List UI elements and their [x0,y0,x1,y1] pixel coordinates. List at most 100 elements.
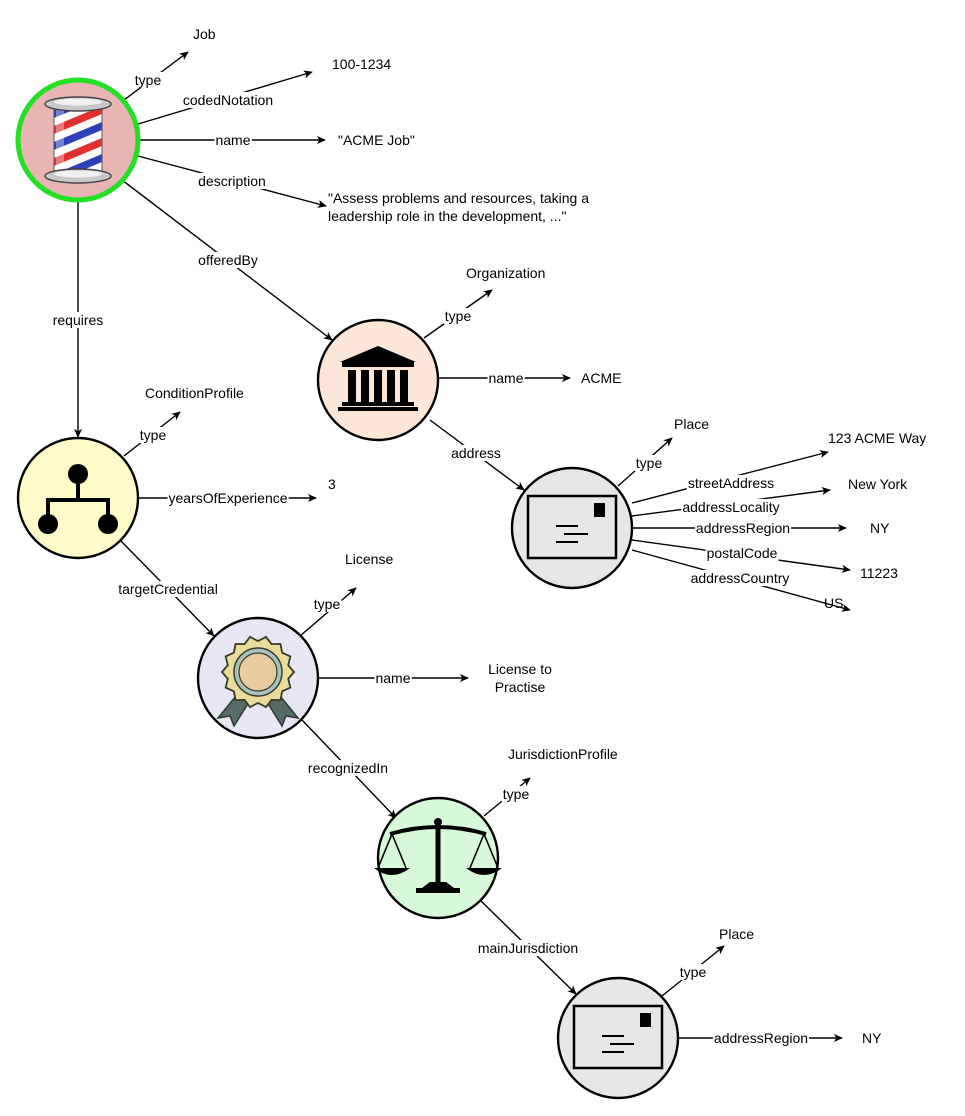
edge-label-background [694,520,792,536]
edge-label: yearsOfExperience [168,490,287,506]
value-label: ConditionProfile [145,385,244,401]
node-job [15,77,141,203]
envelope-icon [572,1004,664,1070]
edge-label-background [450,445,502,461]
edge-label: address [451,445,501,461]
node-place2 [556,976,680,1100]
value-label: Place [674,416,709,432]
hierarchy-icon [38,464,118,534]
edge-recognizedIn: recognizedIn [301,719,397,819]
barber-pole-icon [44,96,112,184]
envelope-icon [526,494,618,560]
edge-label: type [445,308,472,324]
edge-label-background [167,490,289,506]
edge-yearsOfExperience: yearsOfExperience [138,490,317,506]
edge-label-background [634,455,664,471]
value-line: ConditionProfile [145,385,244,401]
edge-label: name [215,132,250,148]
node-place1 [510,466,634,590]
node-juris [374,796,502,920]
edge-label-background [214,132,252,148]
value-label: License to Practise [488,661,552,695]
edge-label: targetCredential [118,581,218,597]
edge-label: addressLocality [682,499,779,515]
edge-addressRegion: addressRegion [632,520,847,536]
edge-streetAddress: streetAddress [631,450,829,504]
value-label: ACME [581,370,621,386]
edge-label: offeredBy [198,252,258,268]
value-label: "ACME Job" [338,132,415,148]
edge-label-background [138,427,168,443]
edge-label: type [636,455,663,471]
value-line: JurisdictionProfile [508,746,618,762]
value-line: Place [674,416,709,432]
edge-name: name [318,670,469,686]
edge-addressLocality: addressLocality [631,487,831,517]
edge-label: postalCode [707,545,778,561]
value-label: Organization [466,265,545,281]
edge-label: name [375,670,410,686]
value-label: License [345,551,393,567]
certificate-badge-icon [216,635,300,728]
value-line: License to [488,661,552,677]
edge-label: type [140,427,167,443]
edge-label-background [686,475,776,491]
edge-type: type [617,437,673,487]
edge-label-background [712,1030,810,1046]
value-line: Job [193,26,216,42]
value-line: Organization [466,265,545,281]
edge-label: name [488,370,523,386]
edge-label: type [135,72,162,88]
edge-address: address [429,419,525,491]
edge-type: type [483,777,531,817]
edge-targetCredential: targetCredential [117,539,219,637]
node-license [196,616,320,740]
value-label: Place [719,926,754,942]
node-org [316,318,440,442]
value-line: leadership role in the development, ..." [328,208,566,224]
edge-label-background [133,72,163,88]
value-label: NY [862,1030,882,1046]
edge-label: requires [53,312,104,328]
value-line: 3 [328,476,336,492]
edge-label: description [198,173,266,189]
bank-building-icon [338,346,418,411]
value-label: 11223 [860,565,898,581]
edge-label-background [181,92,275,108]
value-line: Practise [495,679,546,695]
edge-label: mainJurisdiction [478,940,578,956]
edge-label-background [312,596,342,612]
value-line: New York [848,476,908,492]
edge-type: type [299,587,357,637]
edge-label-background [487,370,525,386]
value-line: NY [870,520,890,536]
node-cond [16,436,140,560]
edge-label: type [314,596,341,612]
value-label: NY [870,520,890,536]
edge-label-background [689,570,791,586]
value-label: JurisdictionProfile [508,746,618,762]
value-label: 3 [328,476,336,492]
edge-postalCode: postalCode [631,539,851,573]
edge-label-background [374,670,412,686]
edge-mainJurisdiction: mainJurisdiction [476,899,580,995]
edge-label-background [51,312,105,328]
edge-label: addressRegion [714,1030,808,1046]
value-line: US [824,595,843,611]
value-label: New York [848,476,908,492]
value-line: NY [862,1030,882,1046]
value-label: 123 ACME Way [828,430,926,446]
edge-label: addressRegion [696,520,790,536]
edge-label-background [197,173,267,189]
edge-type: type [123,51,189,101]
edge-label-background [501,786,531,802]
edge-label-background [443,308,473,324]
edge-label-background [476,940,580,956]
edge-label: addressCountry [691,570,790,586]
edge-label-background [306,760,390,776]
edge-label: recognizedIn [308,760,388,776]
edge-label: type [680,964,707,980]
edge-requires: requires [51,200,105,438]
value-label: Job [193,26,216,42]
edge-name: name [438,370,571,386]
